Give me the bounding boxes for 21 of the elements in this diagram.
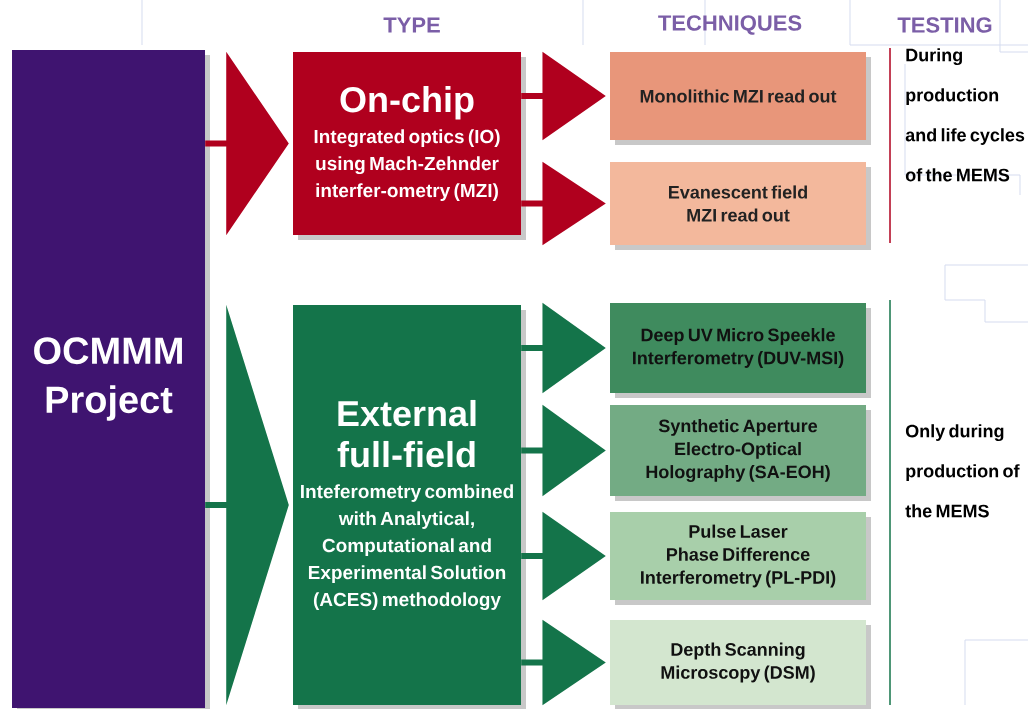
arrow — [205, 51, 289, 236]
arrow — [521, 302, 606, 394]
arrow — [205, 304, 289, 706]
project-box: OCMMM Project — [12, 50, 210, 709]
column-header: TYPE — [383, 17, 440, 33]
type-box: External full-field Inteferometry combined with Analytical, Computational and Experimental Solution (ACES) methodology — [293, 305, 526, 709]
technique-box: Monolithic MZI read out — [610, 52, 871, 145]
type-box: On-chip Integrated optics (IO) using Mach-Zehnder interfer-ometry (MZI) — [293, 52, 526, 240]
technique-box: Evanescent field MZI read out — [610, 162, 871, 250]
arrow — [521, 404, 606, 497]
arrow — [521, 161, 606, 246]
arrow — [521, 619, 606, 706]
testing-note: Only during production of the MEMS — [905, 424, 1020, 518]
testing-note: During production and life cycles of the MEMS — [905, 48, 1025, 182]
arrow — [521, 51, 606, 141]
column-header: TESTING — [897, 17, 992, 33]
technique-box: Pulse Laser Phase Difference Interferometry (PL-PDI) — [610, 512, 871, 605]
technique-box: Synthetic Aperture Electro-Optical Holography (SA-EOH) — [610, 405, 871, 501]
arrow — [521, 511, 606, 601]
technique-box: Deep UV Micro Speekle Interferometry (DUV-MSI) — [610, 303, 871, 398]
technique-box: Depth Scanning Microscopy (DSM) — [610, 620, 871, 709]
